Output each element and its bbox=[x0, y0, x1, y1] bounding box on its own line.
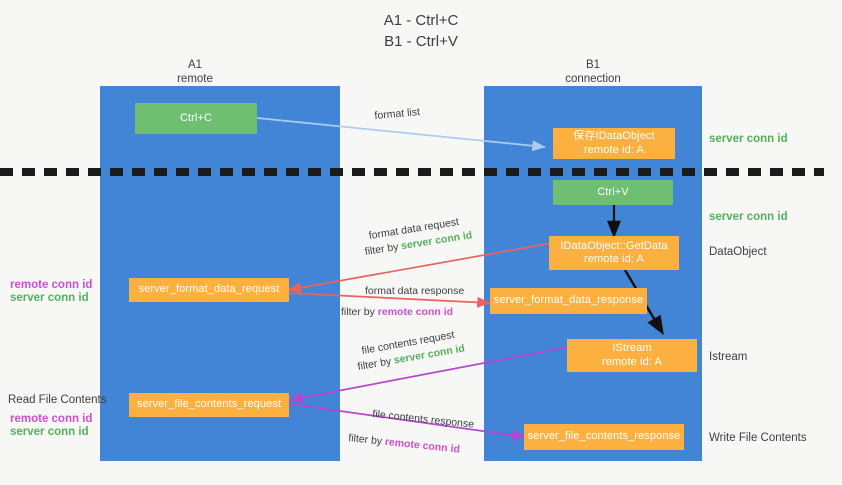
column-header-a1-name: A1 bbox=[187, 59, 203, 71]
filter-prefix: filter by bbox=[347, 432, 386, 448]
box-ctrl-c[interactable]: Ctrl+C bbox=[135, 103, 257, 134]
box-idataobject-getdata[interactable]: IDataObject::GetData remote id: A bbox=[549, 236, 679, 270]
box-getdata-line-1: IDataObject::GetData bbox=[560, 239, 668, 252]
box-server-format-data-request-label: server_format_data_request bbox=[138, 283, 280, 296]
box-istream[interactable]: IStream remote id: A bbox=[567, 339, 697, 372]
edge-label-format-data-response-filter: filter by remote conn id bbox=[341, 306, 453, 319]
edge-label-format-data-response-line-1: format data response bbox=[365, 285, 464, 298]
box-istream-line-1: IStream bbox=[612, 342, 652, 354]
annotation-right-dataobject: DataObject bbox=[709, 246, 767, 258]
box-server-format-data-response-label: server_format_data_response bbox=[493, 294, 644, 307]
annotation-left-remote-conn-id-2: remote conn id bbox=[10, 413, 93, 425]
box-idataobject[interactable]: 保存IDataObject remote id: A bbox=[553, 128, 675, 159]
box-server-format-data-request[interactable]: server_format_data_request bbox=[129, 278, 289, 302]
annotation-left-read-file-contents: Read File Contents bbox=[8, 394, 107, 406]
box-istream-line-2: remote id: A bbox=[602, 355, 662, 368]
annotation-left-server-conn-id-2: server conn id bbox=[10, 426, 89, 438]
box-ctrl-v[interactable]: Ctrl+V bbox=[553, 180, 673, 205]
box-ctrl-v-label: Ctrl+V bbox=[597, 185, 629, 198]
filter-value-remote-conn-id: remote conn id bbox=[384, 435, 461, 456]
box-server-file-contents-request[interactable]: server_file_contents_request bbox=[129, 393, 289, 417]
title-line-1: A1 - Ctrl+C bbox=[383, 12, 459, 29]
box-idataobject-line-2: remote id: A bbox=[584, 143, 644, 156]
edge-label-format-list: format list bbox=[374, 106, 420, 123]
box-idataobject-line-1: 保存IDataObject bbox=[573, 130, 655, 142]
edge-label-file-contents-response-filter: filter by remote conn id bbox=[348, 432, 461, 457]
annotation-right-istream: Istream bbox=[709, 351, 748, 363]
column-header-a1: A1 remote bbox=[135, 58, 255, 86]
annotation-right-server-conn-id-1: server conn id bbox=[709, 133, 788, 145]
box-server-file-contents-response-label: server_file_contents_response bbox=[527, 430, 681, 443]
box-ctrl-c-label: Ctrl+C bbox=[179, 111, 213, 124]
annotation-right-write-file-contents: Write File Contents bbox=[709, 432, 807, 444]
diagram-title: A1 - Ctrl+C B1 - Ctrl+V bbox=[0, 10, 842, 52]
box-server-file-contents-response[interactable]: server_file_contents_response bbox=[524, 424, 684, 450]
column-header-b1: B1 connection bbox=[533, 58, 653, 86]
filter-prefix: filter by bbox=[341, 306, 378, 318]
edge-label-format-list-text: format list bbox=[374, 106, 421, 122]
column-header-b1-name: B1 bbox=[585, 59, 601, 71]
annotation-right-server-conn-id-2: server conn id bbox=[709, 211, 788, 223]
edge-label-format-data-response-text: format data response bbox=[365, 285, 465, 297]
column-header-b1-role: connection bbox=[565, 73, 621, 85]
annotation-left-remote-conn-id-1: remote conn id bbox=[10, 279, 93, 291]
box-getdata-line-2: remote id: A bbox=[584, 253, 644, 265]
filter-value-remote-conn-id: remote conn id bbox=[377, 306, 454, 318]
annotation-left-server-conn-id-1: server conn id bbox=[10, 292, 89, 304]
column-header-a1-role: remote bbox=[177, 73, 213, 85]
box-server-format-data-response[interactable]: server_format_data_response bbox=[490, 288, 647, 314]
edge-label-file-contents-response-text: file contents response bbox=[371, 408, 475, 431]
box-server-file-contents-request-label: server_file_contents_request bbox=[136, 398, 282, 411]
edge-label-file-contents-response-line-1: file contents response bbox=[372, 408, 475, 432]
title-line-2: B1 - Ctrl+V bbox=[384, 33, 458, 50]
